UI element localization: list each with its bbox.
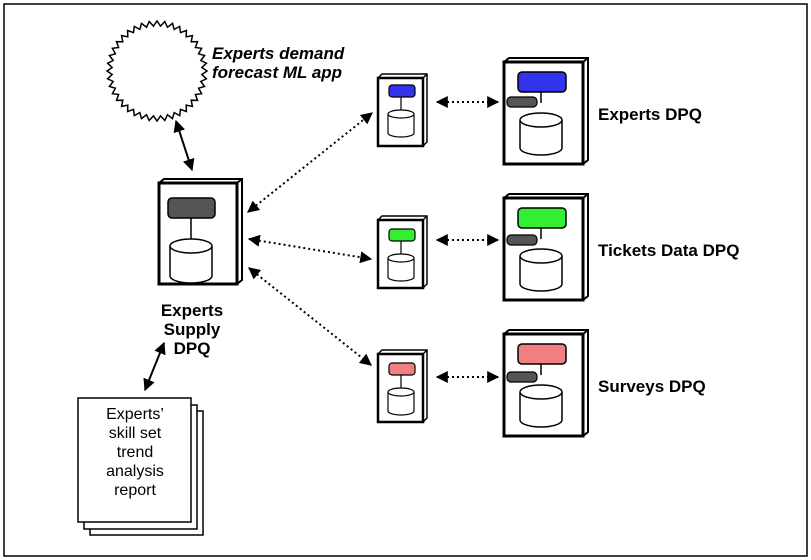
supply-processor xyxy=(167,197,216,219)
tickets-dpq-label: Tickets Data DPQ xyxy=(598,241,740,260)
surveys-connector-node xyxy=(376,349,428,424)
tickets-connector-node xyxy=(376,215,428,290)
ml-app-starburst xyxy=(105,19,209,123)
experts-dpq-label: Experts DPQ xyxy=(598,105,702,124)
supply-database-icon xyxy=(169,238,213,284)
supply-experts-arrow xyxy=(247,112,373,213)
supply-dpq-node xyxy=(157,178,243,286)
report-document-stack xyxy=(77,397,204,536)
supply-surveys-arrow xyxy=(248,267,372,366)
experts-connector-node xyxy=(376,73,428,148)
experts-dpq-node xyxy=(502,57,589,166)
supply-tickets-arrow xyxy=(247,234,373,264)
supply-report-arrow xyxy=(143,341,166,392)
supply-dpq-label: Experts Supply DPQ xyxy=(160,301,224,358)
report-label: Experts’ skill set trend analysis report xyxy=(106,406,164,499)
app-supply-arrow xyxy=(173,119,195,172)
tickets-dpq-node xyxy=(502,193,589,302)
surveys-dpq-label: Surveys DPQ xyxy=(598,377,706,396)
ml-app-label: Experts demand forecast ML app xyxy=(212,44,345,82)
surveys-dpq-node xyxy=(502,329,589,438)
diagram-border xyxy=(3,3,808,557)
